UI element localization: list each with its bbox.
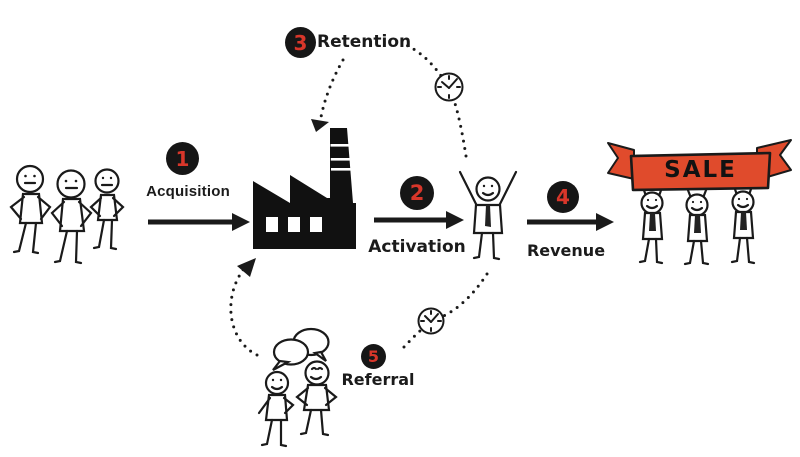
activation-label: Activation [368,237,466,257]
referral-loop-path [229,264,489,357]
sale-banner [607,139,792,192]
factory-icon [253,128,356,249]
referral-label: Referral [341,370,415,389]
referral-figures [257,327,338,448]
acquisition-label: Acquisition [146,183,230,200]
acquisition-arrow [148,213,250,231]
step-5-badge: 5 [361,344,386,369]
sale-holder-figures [635,166,760,266]
activated-user-figure [458,170,518,261]
prospects-figures [9,164,125,265]
referral-clock-icon [417,307,445,335]
activation-arrow [374,211,464,229]
step-4-badge: 4 [547,181,579,213]
sale-banner-text: SALE [664,157,737,183]
retention-arrowhead [311,119,329,132]
step-2-badge: 2 [400,176,434,210]
step-3-badge: 3 [285,27,316,58]
referral-arrowhead [237,258,256,277]
revenue-label: Revenue [526,241,606,260]
revenue-arrow [527,213,614,231]
retention-label: Retention [317,32,412,52]
step-1-badge: 1 [166,142,199,175]
retention-clock-icon [434,72,464,102]
speech-bubble-icon [272,327,330,371]
